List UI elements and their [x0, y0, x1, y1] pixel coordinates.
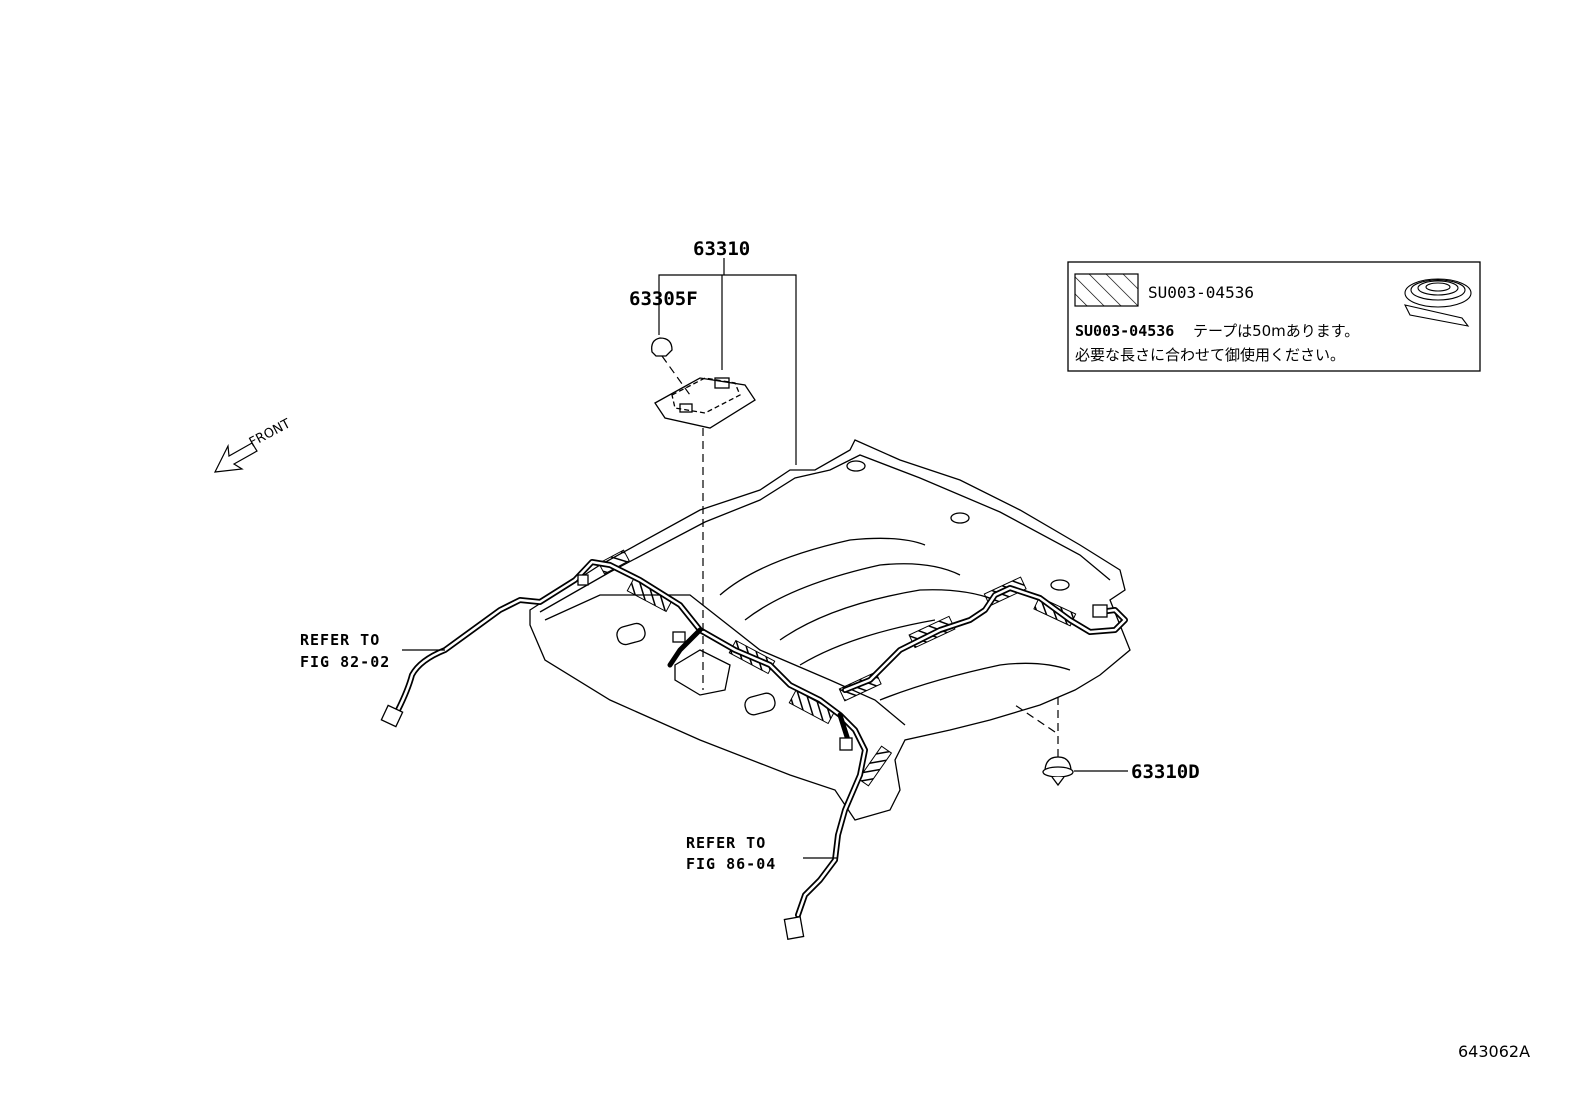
connector-82-02 [380, 704, 404, 728]
legend-note-line2: 必要な長さに合わせて御使用ください。 [1075, 346, 1345, 364]
legend-note-code: SU003-04536 [1075, 322, 1174, 340]
part-label-63310d: 63310D [1131, 761, 1200, 783]
clip-63310d [1042, 756, 1074, 787]
front-arrow-icon [213, 442, 258, 473]
legend-code: SU003-04536 [1148, 283, 1254, 302]
connector-center [672, 631, 686, 643]
connectors [380, 574, 1108, 940]
drawing-number: 643062A [1458, 1042, 1530, 1061]
lamp-base-plate [654, 377, 756, 429]
headliner-panel [529, 439, 1131, 821]
wire-harness [395, 559, 1128, 918]
tape-roll-icon [1403, 278, 1472, 327]
legend-box [1067, 261, 1481, 372]
refer-86-04-line2: FIG 86-04 [686, 855, 776, 873]
refer-82-02-line2: FIG 82-02 [300, 653, 390, 671]
refer-86-04-line1: REFER TO [686, 834, 766, 852]
dome-lamp-assembly [651, 337, 756, 429]
part-label-63310: 63310 [693, 238, 750, 260]
connector-side [839, 737, 853, 751]
refer-82-02-line1: REFER TO [300, 631, 380, 649]
connector-86-04 [783, 916, 805, 940]
lamp-lens-63305f [651, 337, 673, 357]
hatch-swatch [1074, 273, 1139, 307]
part-label-63305f: 63305F [629, 288, 698, 310]
connector-front [577, 574, 589, 586]
legend-note-line1: テープは50mあります。 [1193, 322, 1359, 340]
leader-lines [402, 258, 1128, 859]
front-label: FRONT [247, 416, 293, 450]
connector-rear [1092, 604, 1108, 618]
